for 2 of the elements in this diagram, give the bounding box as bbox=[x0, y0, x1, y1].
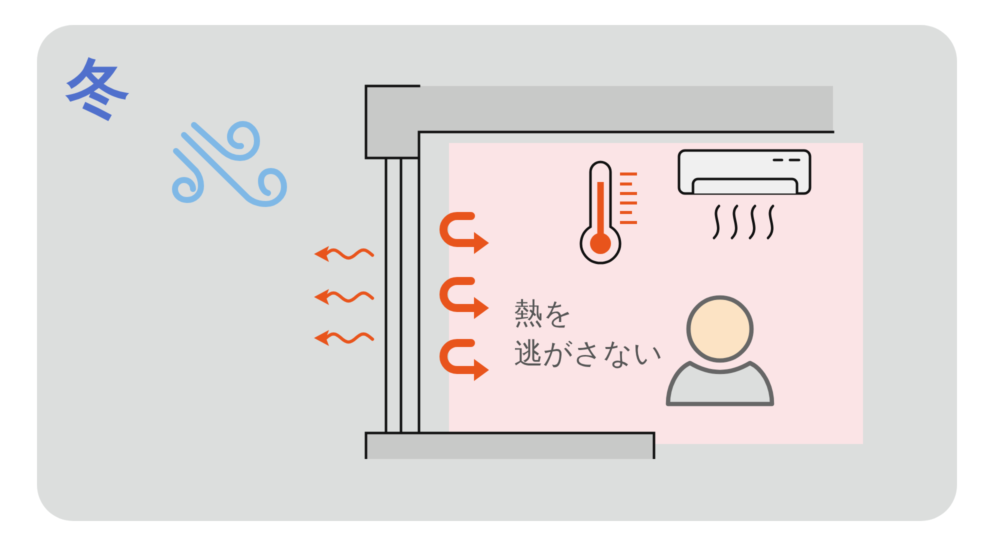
season-title: 冬 bbox=[66, 57, 130, 121]
room-label: 熱を逃がさない bbox=[514, 295, 664, 372]
